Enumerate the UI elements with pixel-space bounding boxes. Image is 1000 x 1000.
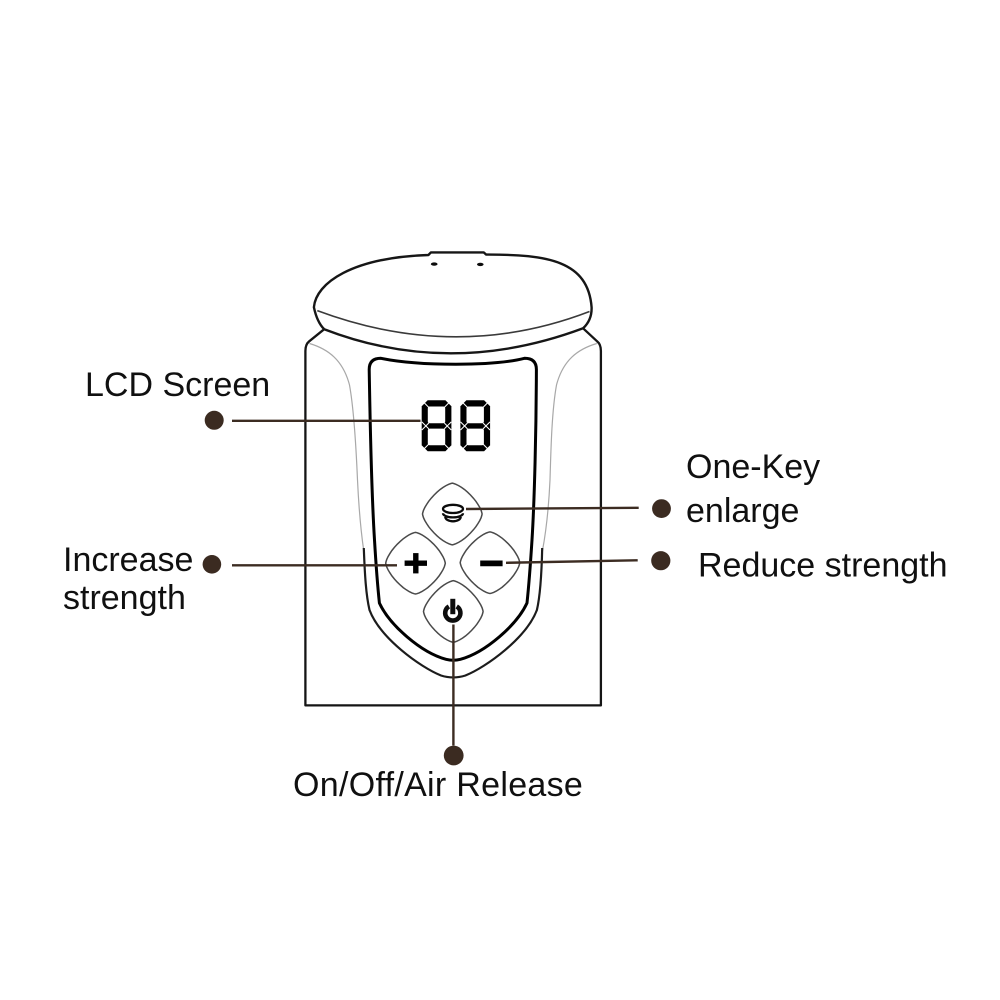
svg-text:On/Off/Air Release: On/Off/Air Release [293, 766, 583, 804]
svg-text:Reduce strength: Reduce strength [698, 547, 948, 585]
svg-text:LCD Screen: LCD Screen [85, 366, 270, 404]
svg-text:Increase: Increase [63, 541, 193, 579]
svg-text:One-Key: One-Key [686, 448, 820, 486]
svg-text:strength: strength [63, 579, 186, 617]
svg-text:enlarge: enlarge [686, 492, 799, 530]
